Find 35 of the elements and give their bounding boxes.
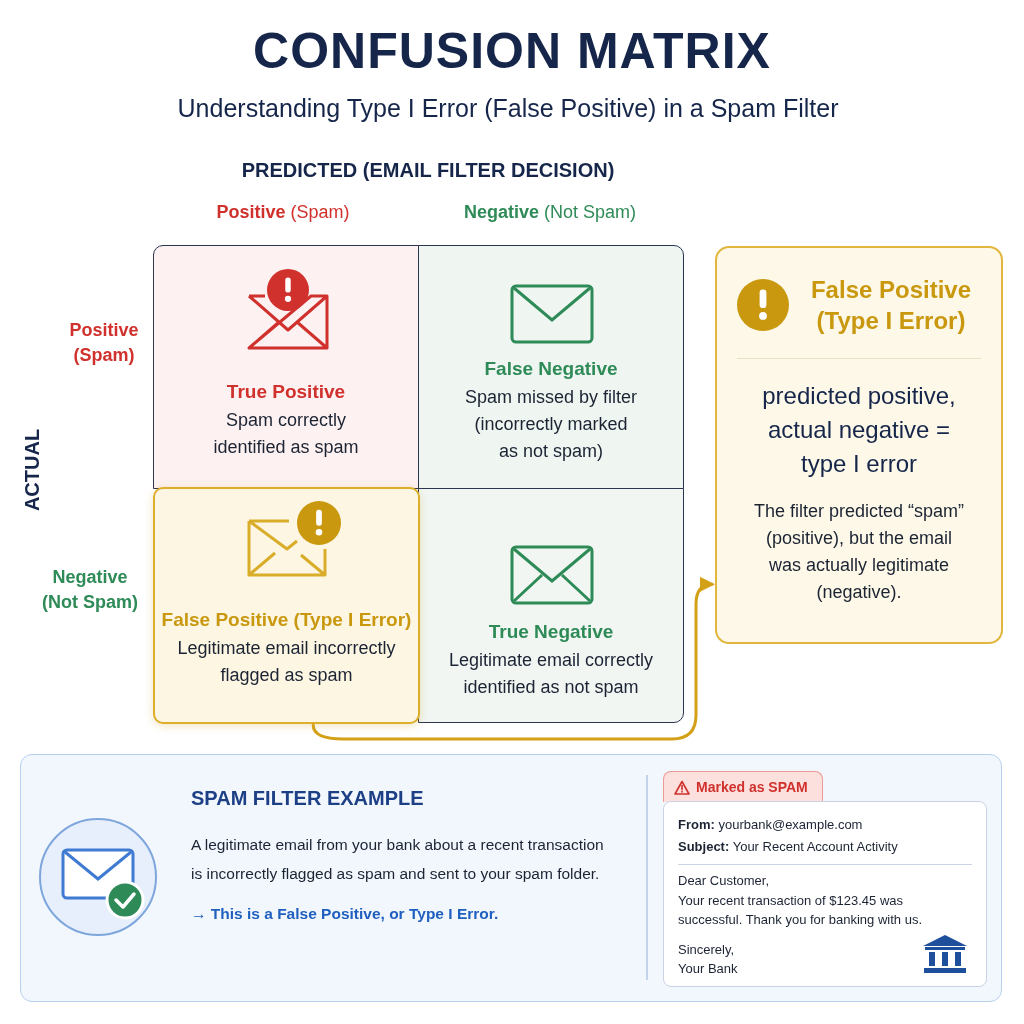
cell-title: False Negative — [484, 358, 618, 380]
email-text: Your Bank — [678, 960, 739, 979]
example-panel — [20, 754, 1002, 1002]
axis-title: ACTUAL — [20, 428, 44, 512]
cell-title: True Positive — [226, 381, 346, 403]
email-text: Your recent transaction of $123.45 was successful. Thank you for banking with us. — [678, 891, 923, 930]
email-text: Dear Customer, — [678, 872, 771, 891]
matrix-cell — [153, 245, 419, 489]
matrix-cell — [418, 245, 684, 489]
panel-heading: SPAM FILTER EXAMPLE — [191, 787, 425, 810]
cell-description: Legitimate email incorrectly flagged as spam — [176, 637, 397, 687]
definition-text: predicted positive, actual negative = type I error — [761, 381, 957, 479]
row-label: Positive (Spam) — [68, 318, 140, 367]
column-label: Positive (Spam) — [216, 201, 350, 225]
column-label: Negative (Not Spam) — [463, 201, 637, 225]
axis-title: PREDICTED (EMAIL FILTER DECISION) — [241, 158, 615, 183]
cell-description: Spam missed by filter (incorrectly marked as not spam) — [463, 386, 639, 463]
definition-card — [715, 246, 1003, 644]
email-text: Sincerely, — [678, 940, 736, 959]
cell-title: False Positive (Type I Error) — [161, 609, 412, 631]
highlighted-matrix-cell — [153, 487, 420, 724]
row-label: Negative (Not Spam) — [41, 565, 139, 614]
explanation-text: The filter predicted “spam” (positive), but the email was actually legitimate (negative). — [752, 500, 966, 605]
email-header: From: yourbank@example.com — [678, 816, 863, 834]
subtitle: Understanding Type I Error (False Positive) in a Spam Filter — [177, 92, 839, 124]
title: CONFUSION MATRIX — [253, 22, 771, 80]
matrix-cell — [418, 488, 684, 723]
panel-text: A legitimate email from your bank about a recent transaction is incorrectly flagged as spam and sent to your spam folder. — [191, 835, 605, 885]
card-title: False Positive (Type I Error) — [809, 275, 973, 337]
conclusion-text: → This is a False Positive, or Type I Error. — [191, 904, 499, 923]
cell-description: Legitimate email correctly identified as not spam — [447, 649, 655, 699]
cell-title: True Negative — [488, 621, 614, 643]
tag-text: Marked as SPAM — [696, 779, 808, 795]
cell-description: Spam correctly identified as spam — [212, 409, 360, 459]
email-header: Subject: Your Recent Account Activity — [678, 838, 898, 857]
